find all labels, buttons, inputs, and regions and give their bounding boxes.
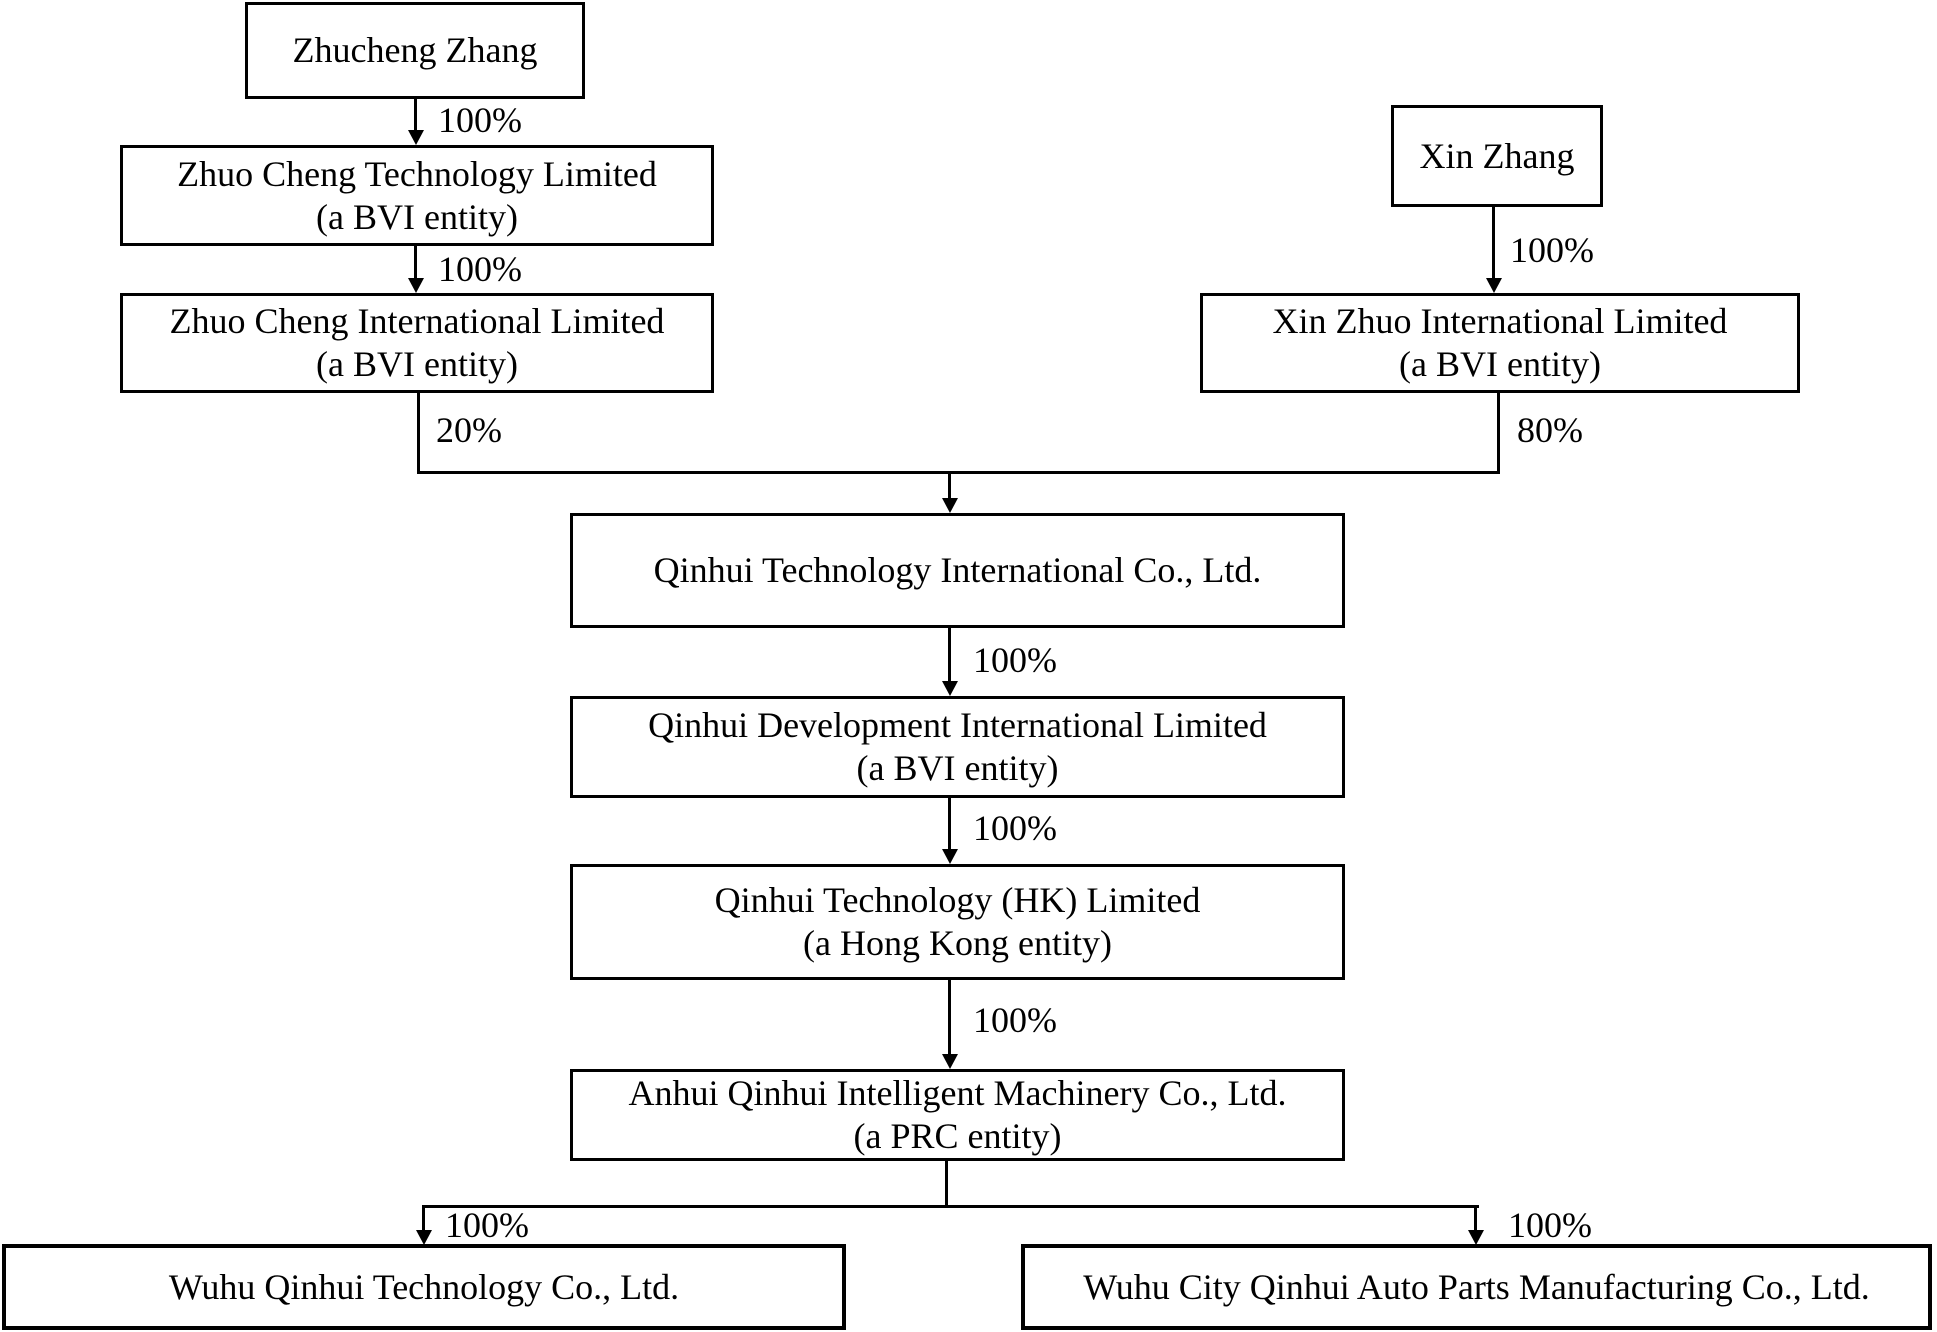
connector-zhuo-cheng-international-drop-line — [417, 393, 420, 474]
connector-development-to-hk-line — [948, 798, 951, 851]
arrowhead-into-xin-zhuo-international — [1486, 278, 1502, 293]
ownership-label-qinhui-to-development: 100% — [973, 640, 1057, 680]
connector-tech-to-international-line — [414, 246, 417, 280]
connector-xin-zhang-to-xin-zhuo-line — [1492, 207, 1495, 280]
arrowhead-into-wuhu-technology — [416, 1230, 432, 1245]
entity-subtitle: (a PRC entity) — [853, 1116, 1062, 1156]
connector-hk-to-anhui-line — [948, 980, 951, 1056]
entity-name: Qinhui Technology International Co., Ltd… — [653, 550, 1262, 590]
entity-name: Zhucheng Zhang — [292, 30, 538, 70]
ownership-label-anhui-to-wuhu-technology: 100% — [445, 1205, 529, 1245]
entity-subtitle: (a BVI entity) — [316, 196, 518, 237]
entity-subtitle: (a Hong Kong entity) — [803, 923, 1112, 963]
arrowhead-into-qinhui-hk — [942, 849, 958, 864]
ownership-label-zhucheng-to-tech: 100% — [438, 100, 522, 140]
arrowhead-into-anhui-qinhui — [942, 1054, 958, 1069]
entity-subtitle: (a BVI entity) — [316, 344, 518, 384]
entity-name: Zhuo Cheng International Limited — [169, 301, 665, 341]
entity-box-zhuo-cheng-technology: Zhuo Cheng Technology Limited (a BVI ent… — [120, 145, 714, 246]
arrowhead-into-zhuo-cheng-technology — [408, 130, 424, 145]
entity-subtitle: (a BVI entity) — [856, 748, 1059, 788]
connector-zhucheng-to-tech-line — [414, 99, 417, 132]
connector-xin-zhuo-drop-line — [1497, 393, 1500, 474]
connector-branch-to-wuhu-auto-parts-line — [1474, 1205, 1477, 1232]
entity-box-wuhu-city-qinhui-auto-parts: Wuhu City Qinhui Auto Parts Manufacturin… — [1021, 1244, 1932, 1330]
entity-box-zhucheng-zhang: Zhucheng Zhang — [245, 2, 585, 99]
connector-merge-to-qinhui-line — [948, 474, 951, 500]
entity-name: Anhui Qinhui Intelligent Machinery Co., … — [628, 1073, 1287, 1113]
connector-branch-to-wuhu-technology-line — [422, 1205, 425, 1232]
entity-box-qinhui-technology-international: Qinhui Technology International Co., Ltd… — [570, 513, 1345, 628]
connector-qinhui-to-development-line — [948, 628, 951, 683]
entity-box-qinhui-development-international: Qinhui Development International Limited… — [570, 696, 1345, 798]
entity-box-xin-zhang: Xin Zhang — [1391, 105, 1603, 207]
connector-merge-horizontal-line — [417, 471, 1500, 474]
ownership-label-xin-zhuo-to-qinhui: 80% — [1517, 410, 1583, 450]
ownership-label-tech-to-international: 100% — [438, 249, 522, 289]
connector-anhui-drop-line — [945, 1161, 948, 1208]
entity-name: Xin Zhang — [1419, 135, 1575, 176]
ownership-label-xin-zhang-to-xin-zhuo: 100% — [1510, 230, 1594, 270]
arrowhead-into-wuhu-auto-parts — [1468, 1230, 1484, 1245]
entity-box-wuhu-qinhui-technology: Wuhu Qinhui Technology Co., Ltd. — [2, 1244, 846, 1330]
entity-box-xin-zhuo-international: Xin Zhuo International Limited (a BVI en… — [1200, 293, 1800, 393]
ownership-label-anhui-to-wuhu-auto-parts: 100% — [1508, 1205, 1592, 1245]
entity-name: Zhuo Cheng Technology Limited — [177, 153, 657, 194]
entity-name: Wuhu Qinhui Technology Co., Ltd. — [168, 1266, 680, 1307]
entity-name: Qinhui Development International Limited — [648, 705, 1267, 745]
entity-name: Qinhui Technology (HK) Limited — [714, 880, 1201, 920]
entity-box-zhuo-cheng-international: Zhuo Cheng International Limited (a BVI … — [120, 293, 714, 393]
ownership-label-hk-to-anhui: 100% — [973, 1000, 1057, 1040]
ownership-label-development-to-hk: 100% — [973, 808, 1057, 848]
entity-box-anhui-qinhui-intelligent-machinery: Anhui Qinhui Intelligent Machinery Co., … — [570, 1069, 1345, 1161]
connector-branch-horizontal-line — [422, 1205, 1479, 1208]
arrowhead-into-qinhui-technology-international — [942, 498, 958, 513]
entity-name: Xin Zhuo International Limited — [1272, 301, 1728, 341]
entity-name: Wuhu City Qinhui Auto Parts Manufacturin… — [1083, 1266, 1870, 1307]
arrowhead-into-qinhui-development — [942, 681, 958, 696]
arrowhead-into-zhuo-cheng-international — [408, 278, 424, 293]
entity-subtitle: (a BVI entity) — [1399, 344, 1601, 384]
entity-box-qinhui-technology-hk: Qinhui Technology (HK) Limited (a Hong K… — [570, 864, 1345, 980]
ownership-label-zhuo-cheng-international-to-qinhui: 20% — [436, 410, 502, 450]
